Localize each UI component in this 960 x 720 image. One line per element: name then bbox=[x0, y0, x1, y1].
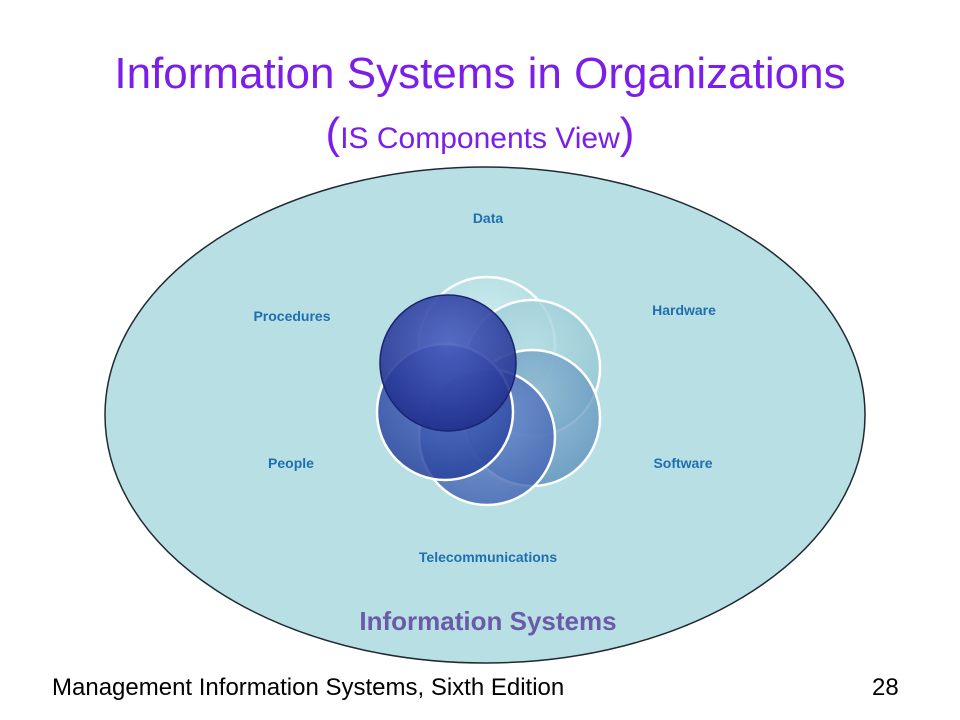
label-information-systems: Information Systems bbox=[359, 606, 616, 636]
component-circles bbox=[375, 275, 602, 507]
label-people: People bbox=[268, 455, 314, 471]
circle-procedures bbox=[379, 294, 517, 432]
slide-title: Information Systems in Organizations bbox=[114, 49, 846, 98]
page-number: 28 bbox=[872, 674, 899, 701]
subtitle-close-paren: ) bbox=[619, 109, 635, 158]
label-telecommunications: Telecommunications bbox=[419, 549, 557, 565]
label-hardware: Hardware bbox=[652, 302, 716, 318]
label-software: Software bbox=[653, 455, 712, 471]
subtitle-text: IS Components View bbox=[340, 122, 620, 155]
label-data: Data bbox=[473, 210, 504, 226]
subtitle-open-paren: ( bbox=[325, 109, 341, 158]
footer-text: Management Information Systems, Sixth Ed… bbox=[52, 674, 565, 701]
slide-subtitle: (IS Components View) bbox=[0, 108, 960, 170]
label-procedures: Procedures bbox=[253, 308, 330, 324]
